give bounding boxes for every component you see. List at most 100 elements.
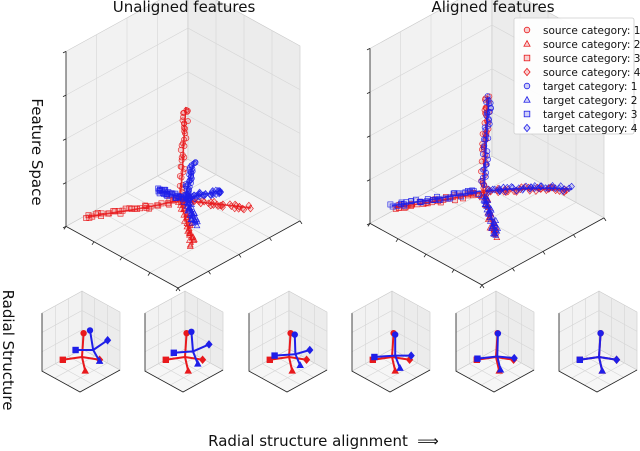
target-cat3-point — [454, 190, 461, 197]
source-centroid-2 — [81, 366, 89, 374]
aligned-points — [387, 93, 575, 241]
source-cat3-spine — [87, 199, 181, 218]
unaligned-axes-grid — [65, 71, 301, 140]
target-centroid-4 — [612, 355, 621, 365]
source-cat1-point — [185, 118, 191, 124]
title-unaligned: Unaligned features — [113, 0, 256, 16]
source-cat4-point — [245, 201, 253, 210]
radial-panel-3-grid — [275, 356, 314, 378]
data-marks — [59, 93, 621, 374]
target-centroid-1 — [392, 331, 399, 338]
target-centroid-1 — [188, 328, 195, 335]
aligned-axes-tick — [542, 251, 546, 255]
target-cat3-spine — [156, 189, 187, 199]
radial-panel-5-grid — [481, 362, 522, 386]
radial-panel-6-grid — [558, 310, 638, 333]
row-label-radial-structure: Radial Structure — [0, 290, 17, 411]
target-cat2-point — [481, 200, 489, 207]
alignment-arrow-icon: ⟹ — [417, 432, 439, 450]
aligned-axes-tick — [479, 284, 483, 289]
target-centroid-2 — [496, 365, 505, 373]
unaligned-axes-tick — [119, 256, 123, 261]
radial-panel-5-grid — [482, 356, 521, 378]
source-centroid-3 — [266, 356, 273, 363]
source-centroid-2 — [288, 366, 296, 374]
target-centroid-4 — [103, 335, 112, 345]
radial-panel-4-grid — [364, 355, 405, 379]
legend-entry-source-3: source category: 3 — [543, 53, 640, 65]
target-spoke-3 — [274, 353, 296, 357]
target-centroid-3 — [72, 346, 79, 354]
radial-panel-1-marks — [59, 327, 112, 374]
radial-panel-4-marks — [369, 330, 415, 374]
aligned-axes-tick — [366, 135, 371, 138]
target-centroid-4 — [407, 351, 415, 360]
target-cat3-point — [158, 187, 165, 193]
unaligned-axes-tick — [62, 138, 67, 141]
radial-panel-6-grid — [571, 355, 612, 379]
source-spoke-3 — [269, 356, 290, 361]
target-cat2-point — [494, 224, 502, 231]
bottom-axis-label: Radial structure alignment — [208, 432, 408, 450]
target-centroid-1 — [291, 331, 298, 338]
target-cat2-point — [193, 221, 201, 229]
target-spoke-4 — [192, 343, 210, 353]
source-centroid-4 — [198, 355, 207, 365]
legend-marker-target-4 — [523, 123, 531, 133]
radial-panel-5 — [455, 290, 535, 393]
radial-panel-3-grid — [262, 363, 301, 385]
radial-panel-2 — [144, 290, 224, 393]
target-cat3-spine — [391, 190, 481, 207]
target-spoke-1 — [89, 330, 95, 351]
radial-panel-5-grid — [455, 310, 535, 333]
legend-entry-source-4: source category: 4 — [543, 67, 640, 79]
target-centroid-1 — [597, 330, 604, 337]
target-spoke-1 — [190, 331, 194, 352]
unaligned-axes-tick — [269, 237, 272, 241]
target-centroid-4 — [205, 340, 213, 349]
source-centroid-4 — [302, 355, 311, 365]
radial-panel-1-grid — [68, 356, 107, 378]
target-centroid-2 — [396, 364, 404, 371]
aligned-axes-tick — [573, 234, 576, 238]
target-centroid-3 — [371, 353, 378, 361]
radial-panel-2-marks — [162, 328, 213, 374]
radial-panel-6-marks — [576, 330, 621, 374]
target-centroid-2 — [296, 361, 304, 369]
target-spoke-1 — [598, 333, 602, 358]
radial-panel-3-grid — [261, 355, 302, 379]
radial-panel-5-grid — [468, 355, 509, 379]
source-cat2-spine — [179, 199, 194, 246]
aligned-axes-tick — [366, 179, 371, 182]
target-cat3-point — [398, 199, 405, 206]
radial-panel-5-marks — [473, 330, 518, 374]
unaligned-points — [83, 106, 254, 249]
title-aligned: Aligned features — [431, 0, 554, 16]
source-spoke-3 — [62, 356, 83, 361]
radial-panel-6-axis-lines — [558, 313, 638, 393]
source-spoke-1 — [288, 333, 292, 358]
target-cat3-point — [434, 193, 440, 200]
target-cat1-point — [484, 93, 491, 100]
radial-panel-6 — [558, 290, 638, 393]
target-centroid-2 — [598, 366, 606, 374]
source-cat2-point — [186, 236, 193, 243]
legend-entry-target-4: target category: 4 — [543, 123, 638, 135]
aligned-axes-tick — [603, 217, 607, 222]
source-centroid-3 — [59, 356, 66, 363]
legend-entry-target-3: target category: 3 — [543, 109, 637, 121]
radial-panel-1-grid — [41, 310, 121, 333]
unaligned-axes-tick — [62, 182, 67, 185]
aligned-axes-tick — [451, 269, 455, 273]
unaligned-axes-tick — [208, 271, 211, 275]
source-centroid-3 — [162, 356, 169, 363]
radial-panel-3-marks — [266, 330, 314, 374]
target-cat2-point — [488, 224, 495, 231]
target-centroid-3 — [576, 356, 583, 363]
radial-panel-3-axis-lines — [248, 313, 328, 393]
radial-panel-2-grid — [170, 362, 211, 386]
target-centroid-1 — [494, 330, 502, 337]
target-cat1-spine — [185, 160, 195, 199]
aligned-axes-tick — [367, 223, 371, 227]
legend-entry-target-1: target category: 1 — [543, 81, 637, 93]
